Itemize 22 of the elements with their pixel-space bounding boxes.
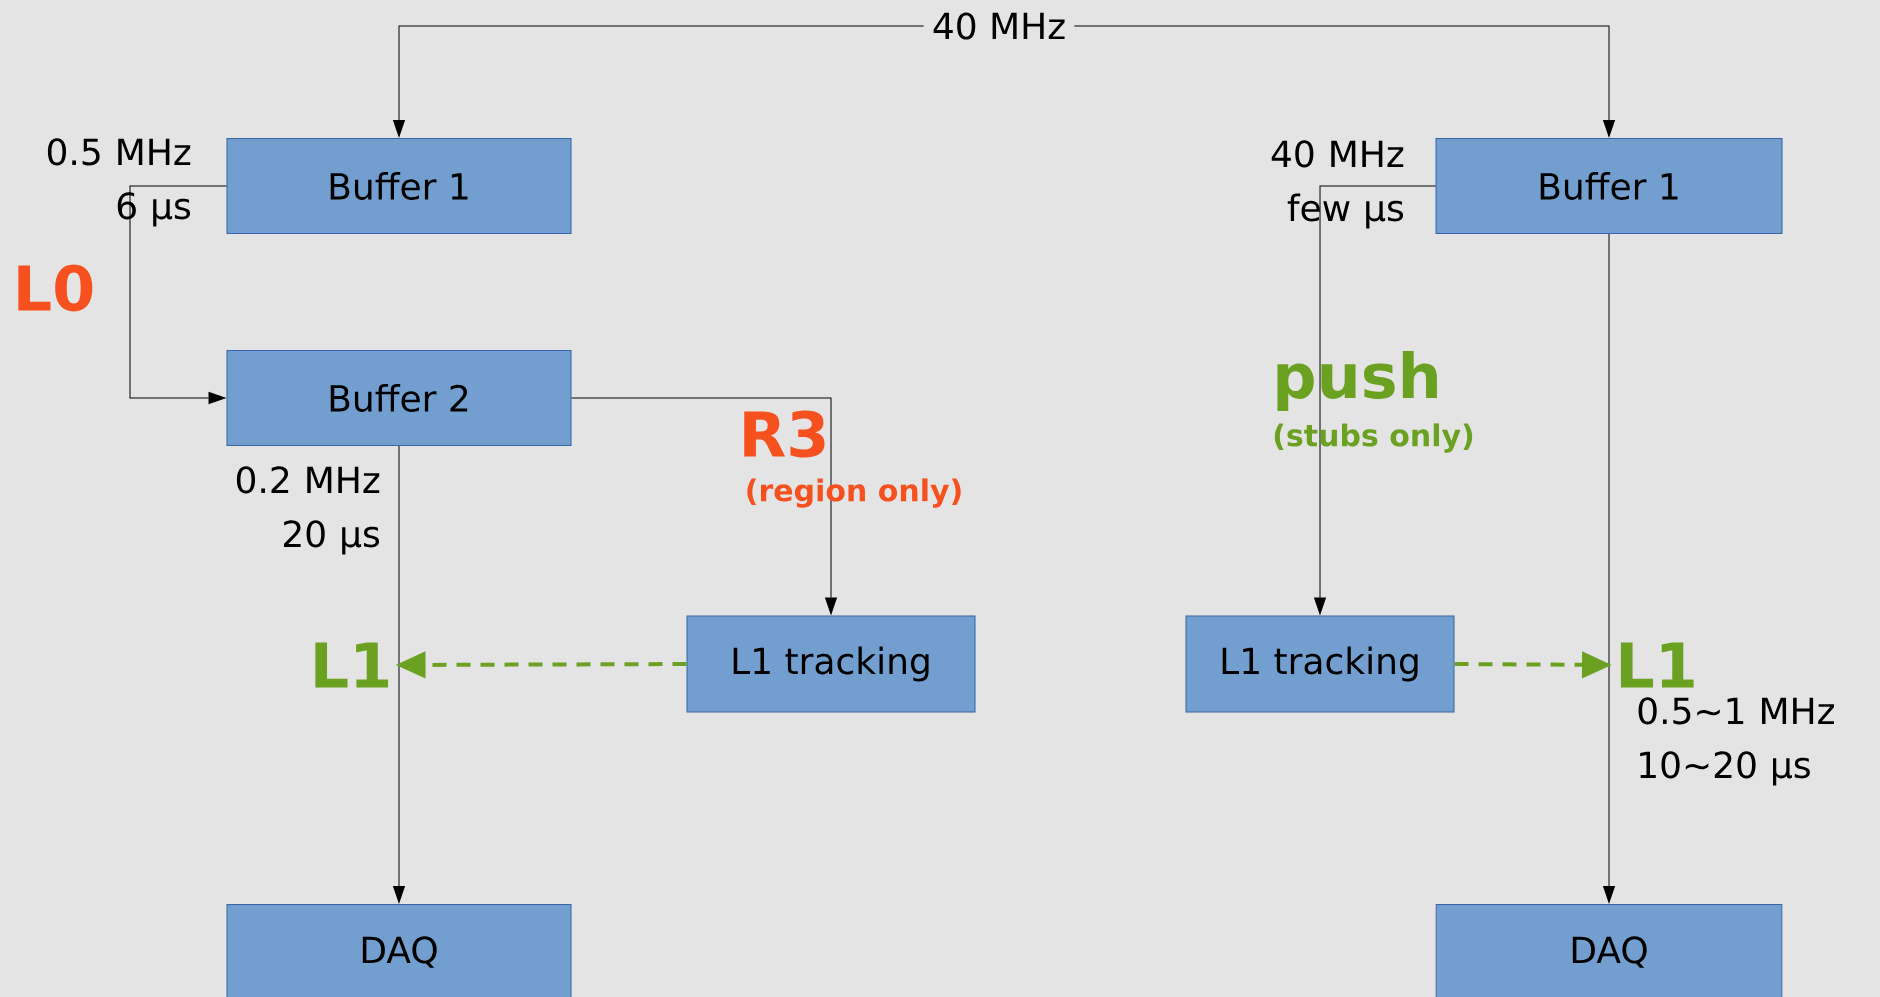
rate-label: 40 MHz few μs xyxy=(1271,140,1404,229)
level-label: L0 xyxy=(18,264,93,312)
arrow xyxy=(1073,25,1615,137)
frequency-label: 40 MHz xyxy=(923,10,1075,42)
process-box: Buffer 1 xyxy=(1435,138,1783,234)
level-label: L1 xyxy=(1620,642,1694,688)
level-label: L1 xyxy=(315,642,389,688)
rate-label: 0.5 MHz 6 μs xyxy=(47,138,191,227)
process-box: Buffer 2 xyxy=(226,350,572,446)
rate-label: 0.2 MHz 20 μs xyxy=(236,466,380,555)
arrow xyxy=(393,25,925,137)
arrow xyxy=(393,445,405,903)
rate-label: 0.5~1 MHz 10~20 μs xyxy=(1638,697,1834,786)
process-box: DAQ xyxy=(226,904,572,997)
process-box: Buffer 1 xyxy=(226,138,572,234)
arrow xyxy=(571,397,837,615)
process-box: L1 tracking xyxy=(686,615,976,713)
arrow xyxy=(1603,233,1615,903)
level-label: R3 xyxy=(744,410,825,458)
process-box: DAQ xyxy=(1435,904,1783,997)
process-box: L1 tracking xyxy=(1185,615,1455,713)
arrow xyxy=(129,185,227,404)
